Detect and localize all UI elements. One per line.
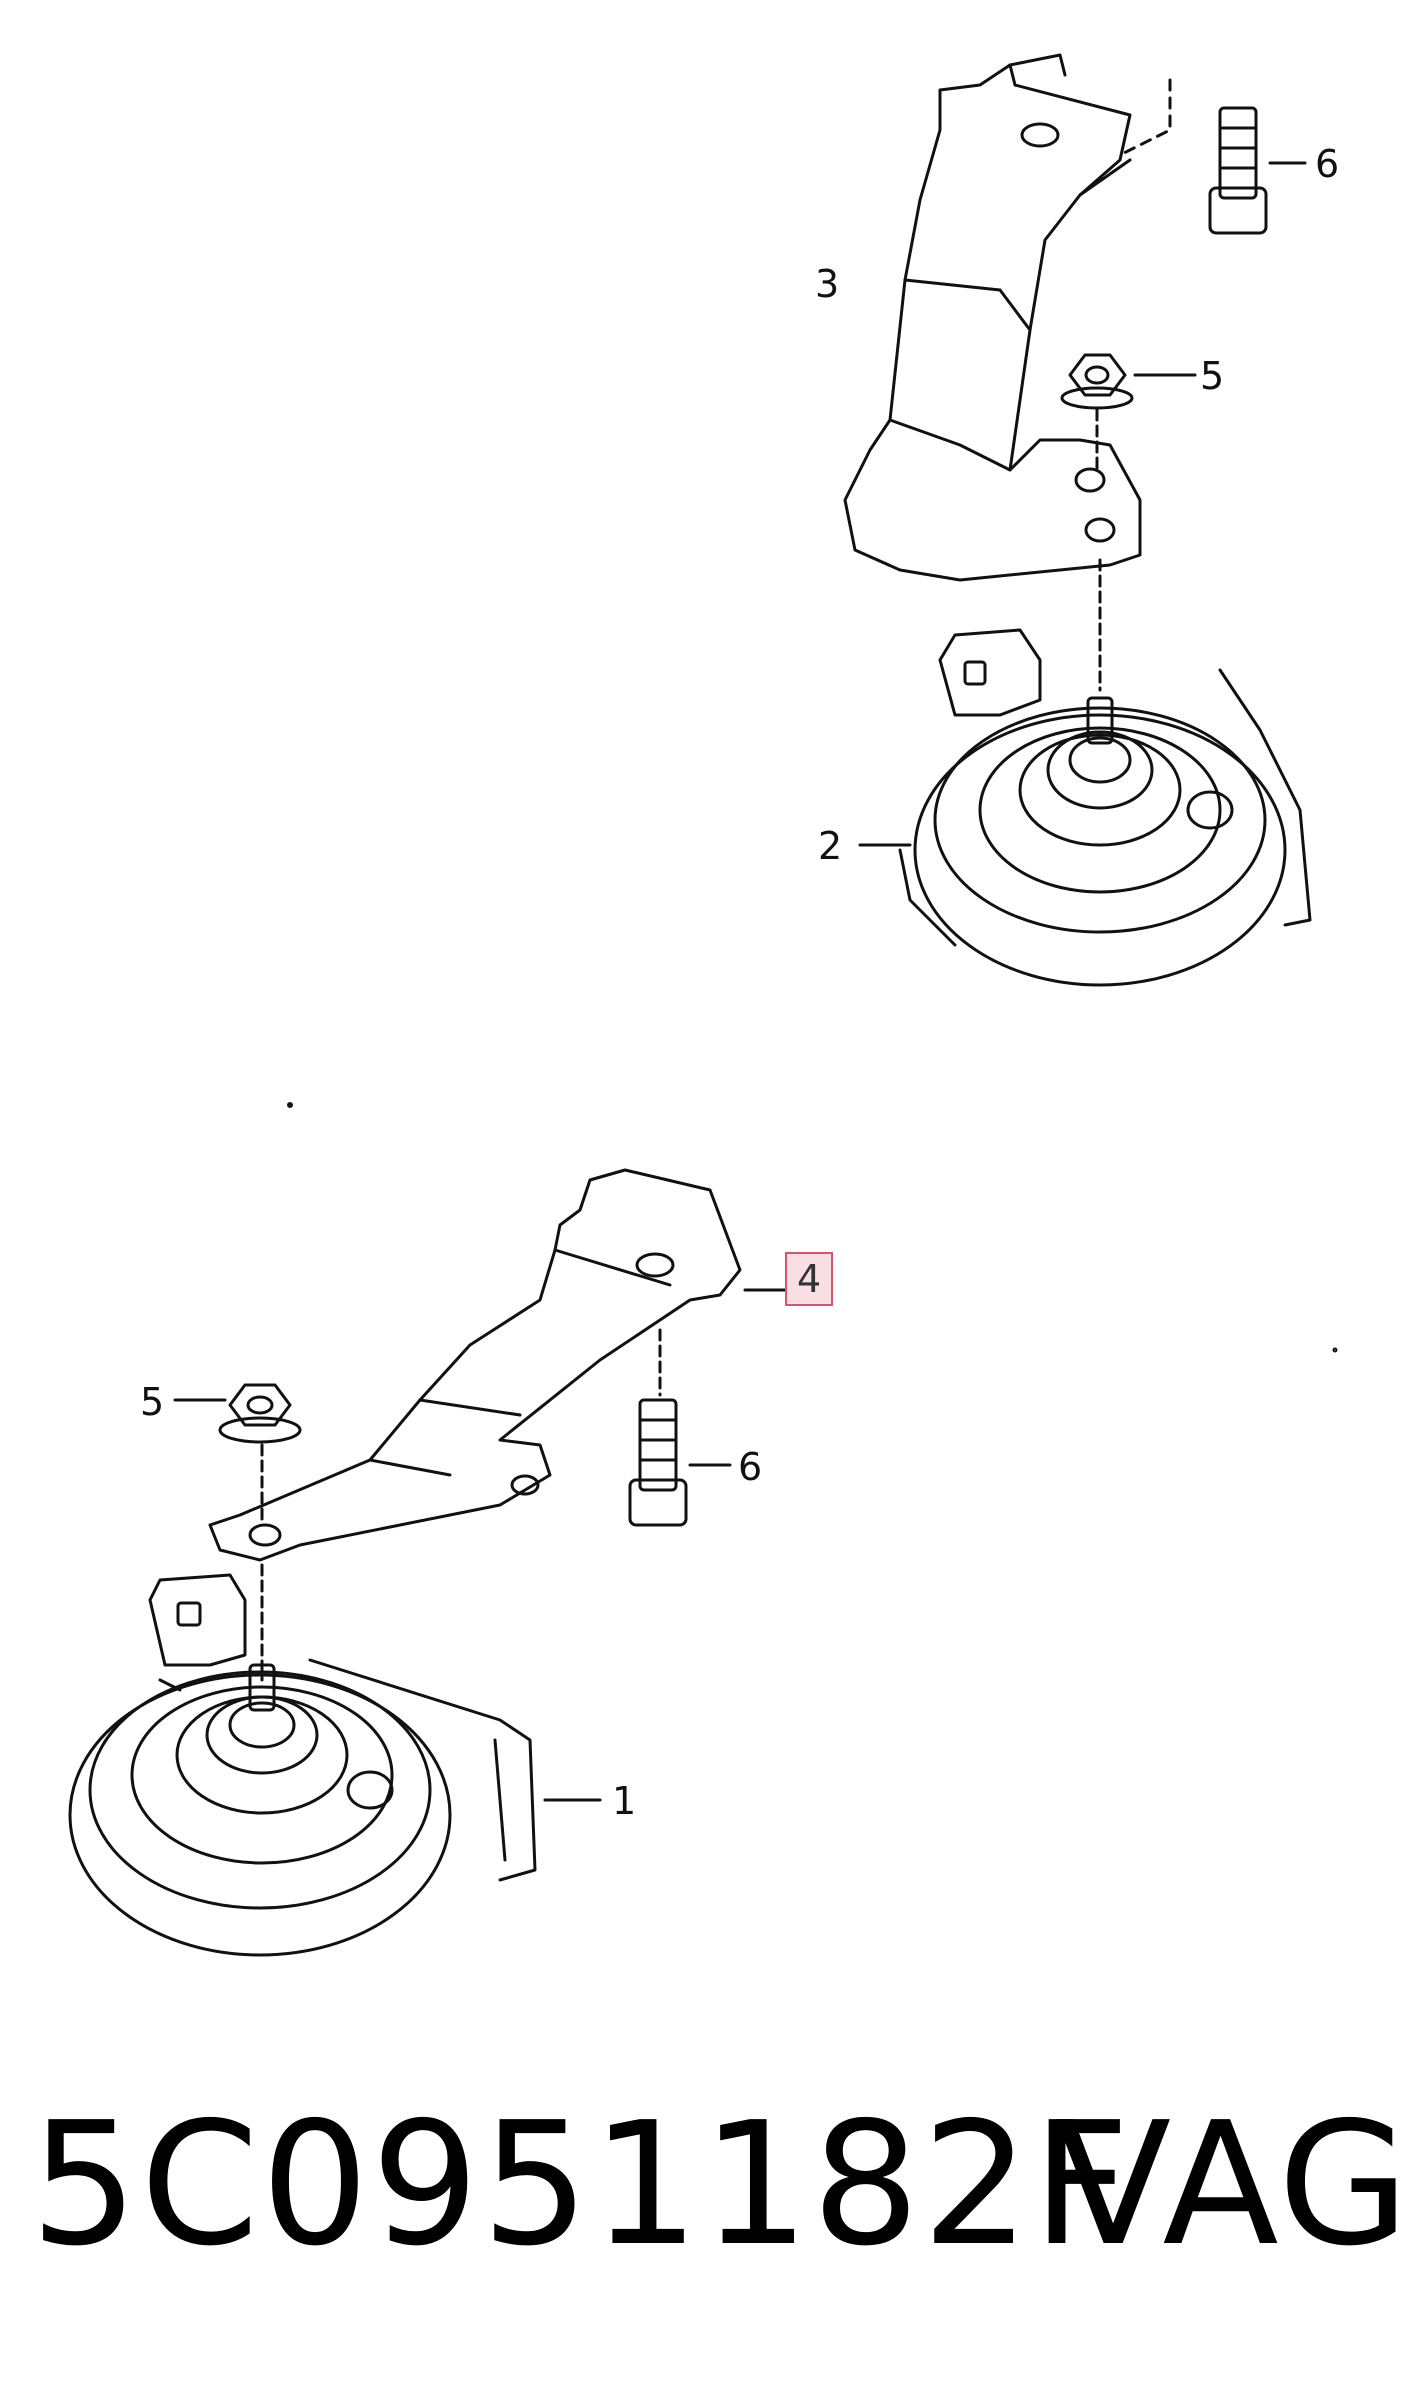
nut-5-bottom <box>173 1383 302 1682</box>
callout-2: 2 <box>818 824 843 868</box>
callout-5-bottom: 5 <box>140 1380 165 1424</box>
part-number: 5C0951182F <box>30 2086 1132 2284</box>
callout-4-highlighted[interactable]: 4 <box>785 1252 834 1306</box>
bolt-6-top <box>1118 78 1307 235</box>
callout-6-bottom: 6 <box>738 1445 763 1489</box>
brand-label: VAG <box>1055 2086 1402 2284</box>
callout-6-top: 6 <box>1315 142 1340 186</box>
parts-diagram <box>68 53 1338 1957</box>
horn-2 <box>858 628 1312 987</box>
callout-1: 1 <box>612 1779 637 1823</box>
callout-3: 3 <box>815 262 840 306</box>
bracket-3 <box>843 53 1142 582</box>
nut-5-top <box>1060 353 1197 692</box>
callout-5-top: 5 <box>1200 354 1225 398</box>
horn-1 <box>68 1573 602 1957</box>
bolt-6-bottom <box>628 1398 732 1527</box>
bracket-4 <box>208 1168 787 1562</box>
